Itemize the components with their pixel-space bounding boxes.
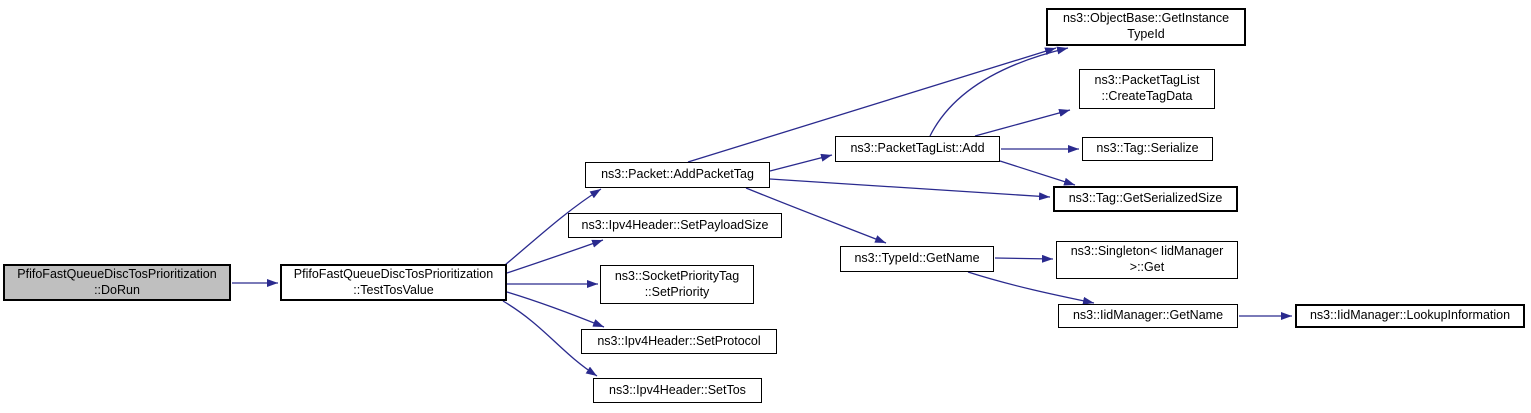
node-ipv4header-settos[interactable]: ns3::Ipv4Header::SetTos: [593, 378, 762, 403]
edge-packettaglistadd-createtagdata: [974, 109, 1071, 137]
edge-addpackettag-getserializedsize: [769, 178, 1051, 201]
edge-typeidgetname-iidmanagergetname: [967, 271, 1095, 305]
node-packet-addpackettag[interactable]: ns3::Packet::AddPacketTag: [585, 162, 770, 188]
node-tag-serialize[interactable]: ns3::Tag::Serialize: [1082, 137, 1213, 161]
node-tag-getserializedsize[interactable]: ns3::Tag::GetSerializedSize: [1053, 186, 1238, 212]
edge-packettaglistadd-getinstancetypeid: [929, 46, 1069, 137]
edge-addpackettag-packettaglistadd: [769, 153, 833, 172]
edge-testtosvalue-setprotocol: [506, 291, 605, 328]
edge-addpackettag-getinstancetypeid: [687, 47, 1057, 163]
node-iidmanager-lookupinformation[interactable]: ns3::IidManager::LookupInformation: [1295, 304, 1525, 328]
node-packettaglist-add[interactable]: ns3::PacketTagList::Add: [835, 136, 1000, 162]
node-ipv4header-setprotocol[interactable]: ns3::Ipv4Header::SetProtocol: [581, 329, 777, 354]
node-socketprioritytag-setpriority[interactable]: ns3::SocketPriorityTag ::SetPriority: [600, 265, 754, 304]
node-objectbase-getinstancetypeid[interactable]: ns3::ObjectBase::GetInstance TypeId: [1046, 8, 1246, 46]
edge-packettaglistadd-getserializedsize: [999, 160, 1076, 186]
node-packettaglist-createtagdata[interactable]: ns3::PacketTagList ::CreateTagData: [1079, 69, 1215, 109]
node-typeid-getname[interactable]: ns3::TypeId::GetName: [840, 246, 994, 272]
node-ipv4header-setpayloadsize[interactable]: ns3::Ipv4Header::SetPayloadSize: [568, 213, 782, 238]
edge-typeidgetname-singletonget: [994, 254, 1054, 263]
edge-testtosvalue-addpackettag: [504, 188, 602, 266]
edge-testtosvalue-settos: [502, 300, 598, 377]
edge-testtosvalue-setpayloadsize: [506, 239, 604, 274]
node-iidmanager-getname[interactable]: ns3::IidManager::GetName: [1058, 304, 1238, 328]
node-pfifofast-testtosvalue[interactable]: PfifoFastQueueDiscTosPrioritization ::Te…: [280, 264, 507, 301]
node-pfifofast-dorun: PfifoFastQueueDiscTosPrioritization ::Do…: [3, 264, 231, 301]
edge-addpackettag-typeidgetname: [745, 187, 887, 244]
node-singleton-iidmanager-get[interactable]: ns3::Singleton< IidManager >::Get: [1056, 241, 1238, 279]
